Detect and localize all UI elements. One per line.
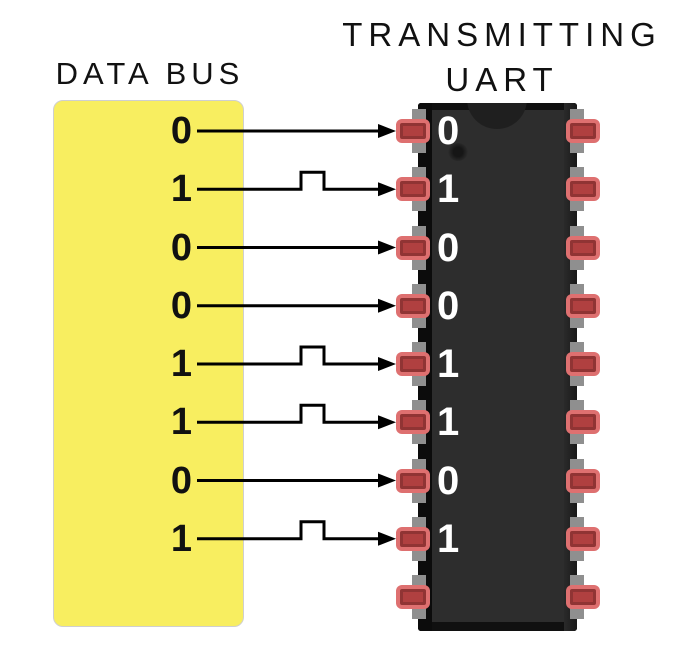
- bus-bit: 0: [170, 284, 192, 327]
- pin-red-highlight: [396, 177, 430, 202]
- data-bus-title: DATA BUS: [55, 56, 245, 91]
- chip-pin-left: [396, 398, 430, 446]
- bus-bit: 1: [170, 401, 192, 444]
- pin-red-highlight: [396, 410, 430, 435]
- pin-red-highlight: [396, 293, 430, 318]
- chip-bottom-edge: [418, 622, 577, 631]
- uart-title-line2: UART: [445, 61, 559, 98]
- pin-red-highlight: [396, 468, 430, 493]
- chip-pin-right: [566, 457, 600, 505]
- pin-red-highlight: [566, 119, 600, 143]
- uart-bit: 0: [437, 458, 460, 503]
- arrow-head-icon: [378, 531, 396, 546]
- transmitting-uart-title: TRANSMITTING UART: [327, 12, 677, 102]
- arrow-head-icon: [378, 182, 396, 197]
- chip-pin-right: [566, 224, 600, 272]
- bus-bit: 0: [170, 459, 192, 502]
- uart-bit: 1: [437, 342, 460, 386]
- uart-bit: 0: [437, 283, 460, 328]
- chip-pin-right: [566, 107, 600, 155]
- arrow-head-icon: [378, 473, 396, 488]
- chip-pin-left: [396, 340, 430, 388]
- chip-pin-left: [396, 457, 430, 505]
- chip-pin-right: [566, 165, 600, 213]
- uart-bit: 1: [437, 516, 460, 561]
- arrow-head-icon: [378, 240, 396, 255]
- chip-pin-right: [566, 282, 600, 330]
- pin-red-highlight: [396, 526, 430, 551]
- chip-pin-right: [566, 340, 600, 388]
- chip-pin-right: [566, 573, 600, 621]
- chip-pin-left: [396, 515, 430, 563]
- pin-red-highlight: [396, 352, 430, 376]
- pin-red-highlight: [566, 468, 600, 493]
- arrow-head-icon: [378, 124, 396, 138]
- arrow-head-icon: [378, 415, 396, 430]
- uart-bit: 1: [437, 400, 460, 445]
- pin1-dimple-icon: [448, 143, 468, 161]
- chip-pin-left: [396, 282, 430, 330]
- uart-bit: 0: [437, 225, 460, 270]
- chip-pin-right: [566, 515, 600, 563]
- bus-bit: 0: [170, 110, 192, 152]
- arrow-head-icon: [378, 357, 396, 371]
- chip-pin-left: [396, 573, 430, 621]
- arrow-head-icon: [378, 298, 396, 313]
- chip-pin-left: [396, 165, 430, 213]
- pin-red-highlight: [566, 293, 600, 318]
- uart-title-line1: TRANSMITTING: [342, 16, 662, 53]
- bus-bit: 0: [170, 226, 192, 269]
- uart-bit: 0: [437, 109, 460, 153]
- pin-red-highlight: [566, 526, 600, 551]
- pin-red-highlight: [566, 410, 600, 435]
- bus-bit: 1: [170, 343, 192, 385]
- chip-pin-right: [566, 398, 600, 446]
- bus-bit: 1: [170, 168, 192, 211]
- pin-red-highlight: [396, 119, 430, 143]
- pin-red-highlight: [566, 235, 600, 260]
- pin-red-highlight: [396, 235, 430, 260]
- bus-bit: 1: [170, 517, 192, 560]
- chip-pin-left: [396, 107, 430, 155]
- pin-red-highlight: [566, 352, 600, 376]
- pin-red-highlight: [396, 585, 430, 609]
- pin-red-highlight: [566, 585, 600, 609]
- pin-red-highlight: [566, 177, 600, 202]
- uart-bit: 1: [437, 167, 460, 212]
- chip-pin-left: [396, 224, 430, 272]
